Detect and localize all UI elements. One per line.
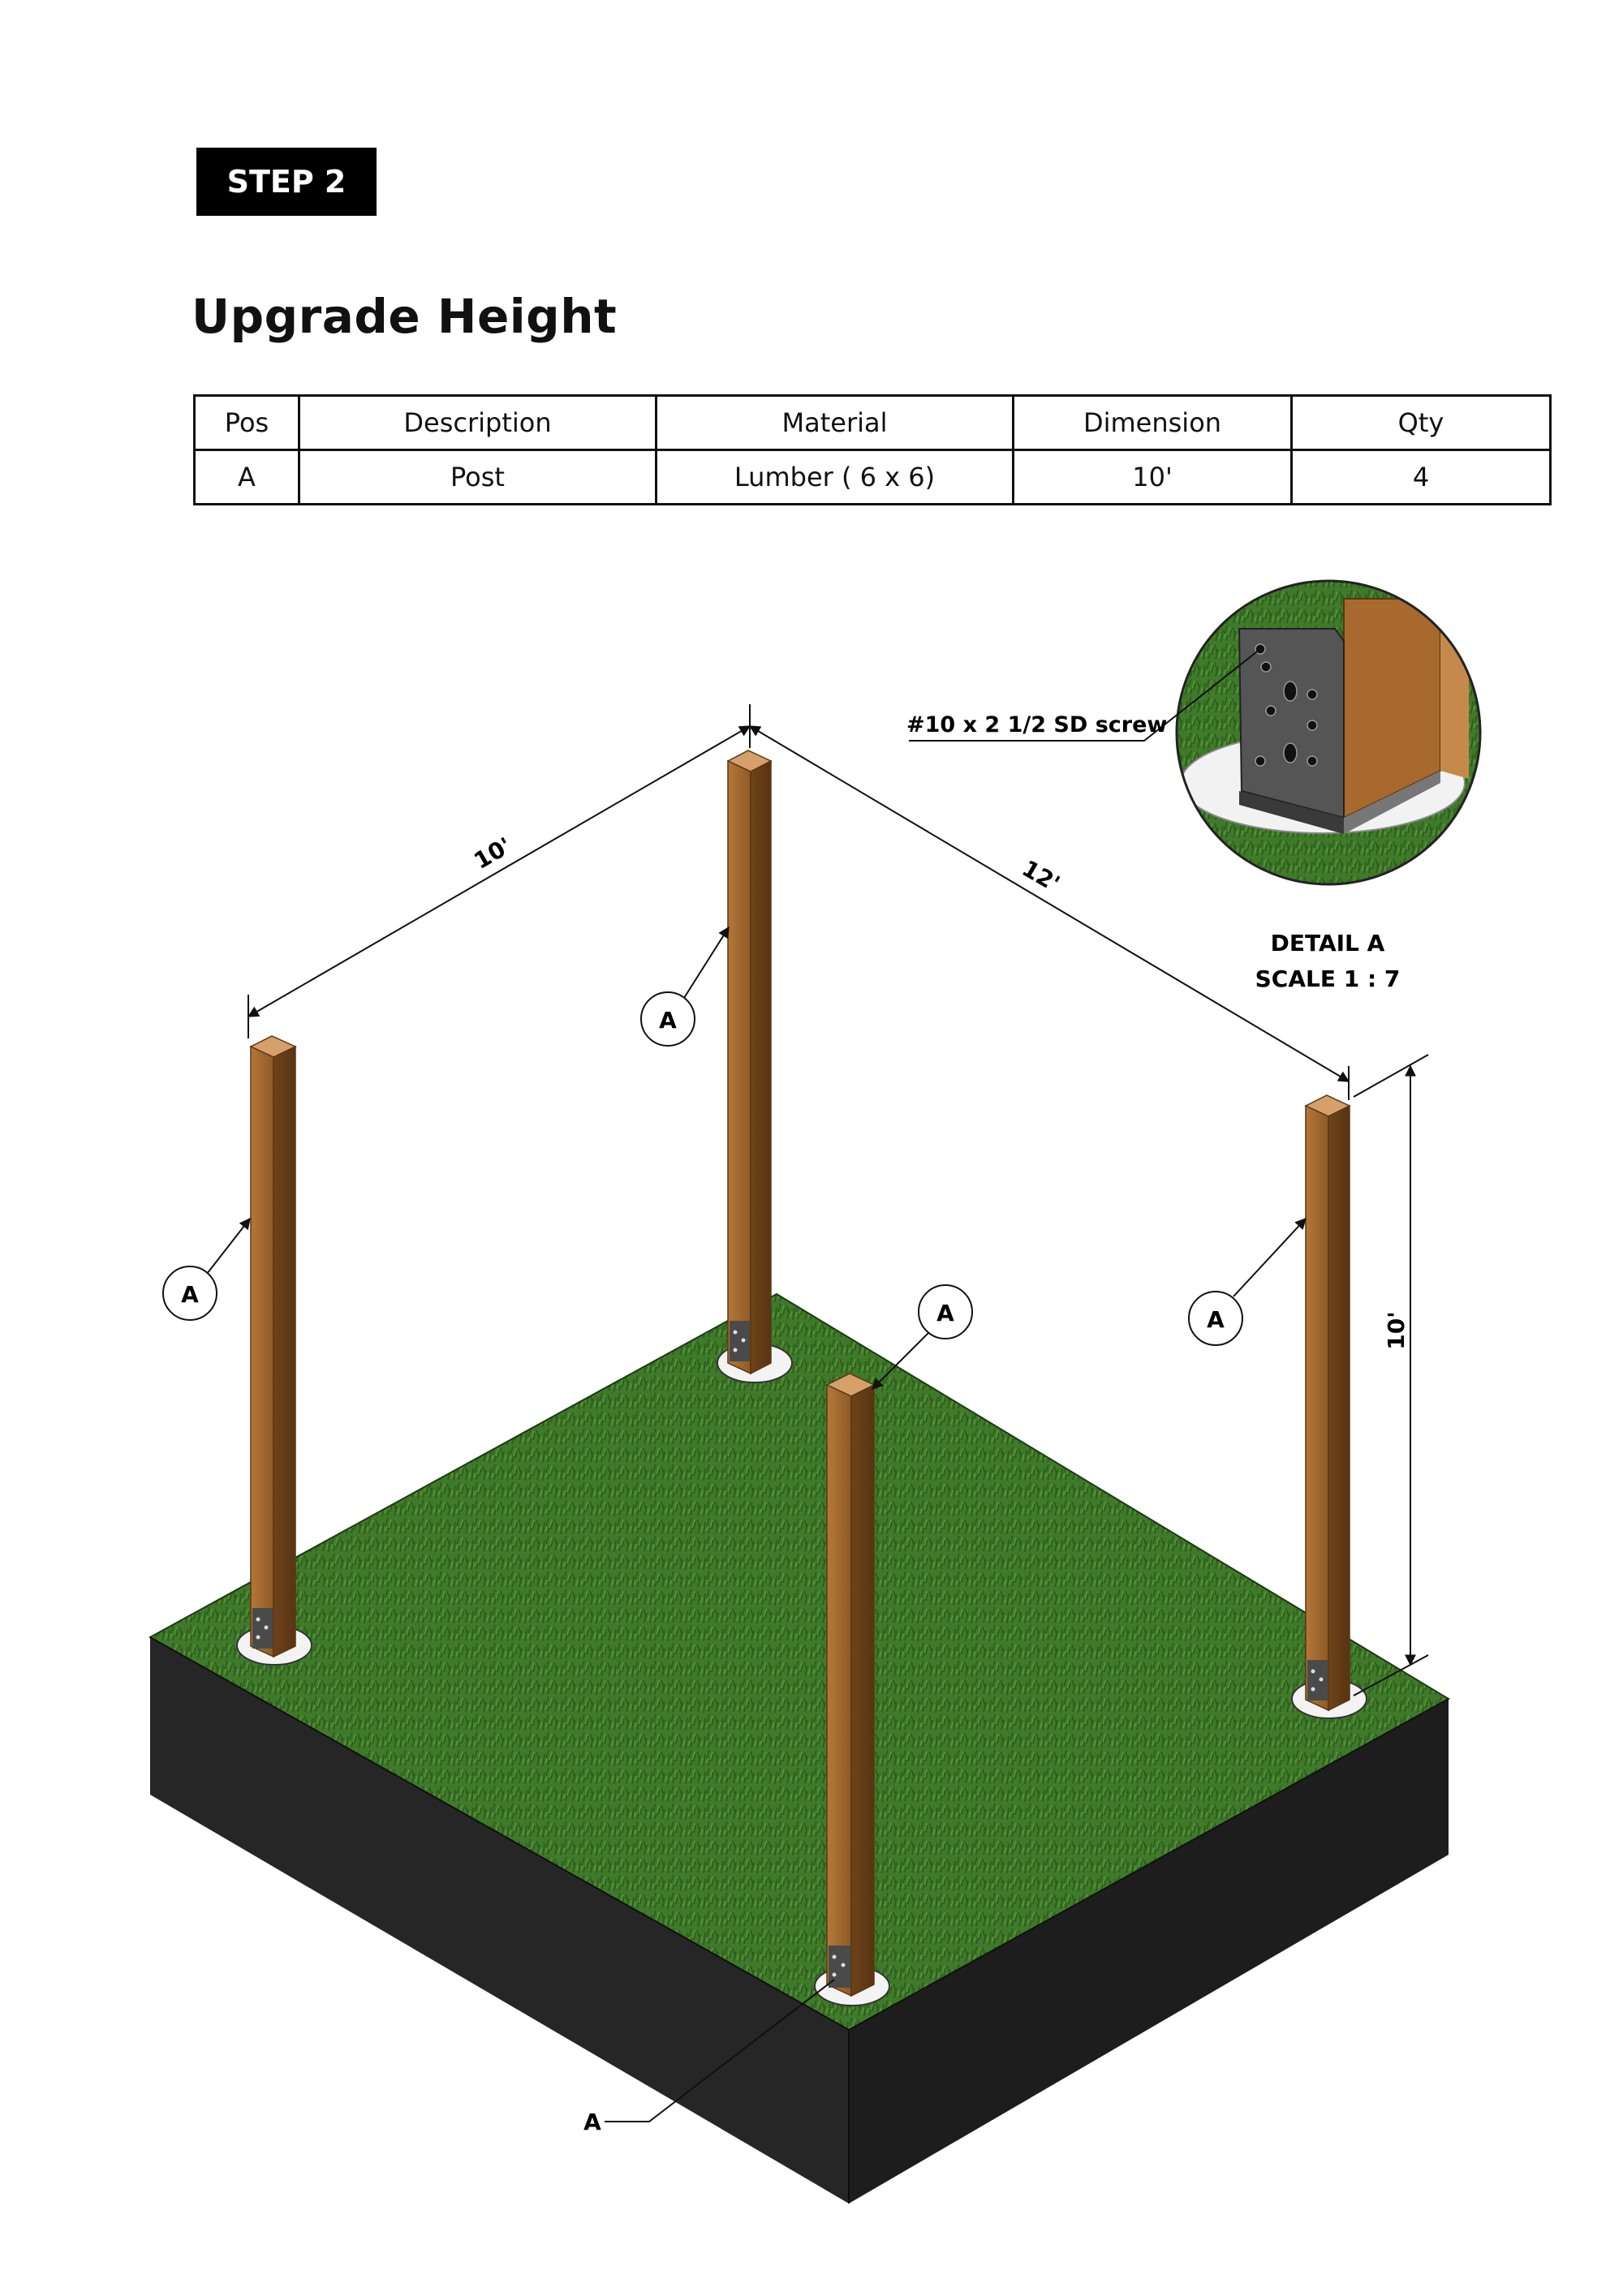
block-edge (149, 1636, 850, 2031)
block-edge (848, 1698, 1449, 2031)
header-pos: Pos (193, 394, 300, 451)
dimension-line-left (247, 725, 751, 1017)
ground-block (148, 1292, 1451, 2204)
cell-material: Lumber ( 6 x 6) (655, 449, 1014, 505)
callout-a: A (872, 1284, 973, 1390)
header-material: Material (655, 394, 1014, 451)
table-header-row: Pos Description Material Dimension Qty (193, 394, 1552, 451)
callout-a: A (1188, 1217, 1307, 1346)
post-bracket (252, 1608, 273, 1649)
detail-title: DETAIL A (1271, 930, 1385, 957)
step-badge: STEP 2 (196, 148, 377, 216)
dim-label-height: 10' (1383, 1311, 1410, 1350)
page-title: Upgrade Height (192, 289, 618, 344)
callout-a: A (640, 926, 730, 1047)
dimension-line-right (748, 725, 1350, 1082)
post-front (825, 1373, 876, 1997)
dim-label-left: 10' (469, 832, 516, 875)
post-bracket (1307, 1660, 1328, 1701)
post-right (1304, 1094, 1351, 1712)
screw-label: #10 x 2 1/2 SD screw (906, 712, 1167, 737)
svg-text:A: A (659, 1007, 677, 1034)
block-right-face (849, 1699, 1449, 2204)
dim-label-right: 12' (1018, 855, 1065, 897)
post-left (249, 1035, 297, 1658)
post-bracket (730, 1321, 750, 1361)
header-dimension: Dimension (1012, 394, 1293, 451)
cell-description: Post (298, 449, 657, 505)
detail-view: #10 x 2 1/2 SD screw DETAIL A SCALE 1 : … (906, 579, 1482, 992)
post-back (726, 750, 773, 1375)
detail-bracket (1238, 628, 1345, 819)
callout-a: A (583, 1979, 835, 2135)
cell-qty: 4 (1290, 449, 1552, 505)
table-row: A Post Lumber ( 6 x 6) 10' 4 (193, 449, 1552, 505)
svg-text:A: A (583, 2109, 601, 2135)
block-left-face (150, 1637, 849, 2204)
cell-dimension: 10' (1012, 449, 1293, 505)
extension-line (1353, 1054, 1429, 1098)
callout-a: A (162, 1217, 251, 1321)
header-description: Description (298, 394, 657, 451)
dimension-lines (247, 704, 1429, 1696)
detail-scale: SCALE 1 : 7 (1255, 965, 1401, 992)
parts-table: Pos Description Material Dimension Qty A… (193, 394, 1552, 505)
svg-text:A: A (936, 1300, 954, 1326)
callouts: A A A A A (162, 926, 1307, 2135)
svg-text:A: A (181, 1281, 199, 1308)
header-qty: Qty (1290, 394, 1552, 451)
svg-text:A: A (1207, 1306, 1225, 1333)
detail-circle-border (1175, 579, 1482, 886)
cell-pos: A (193, 449, 300, 505)
screw-leader (909, 648, 1261, 742)
